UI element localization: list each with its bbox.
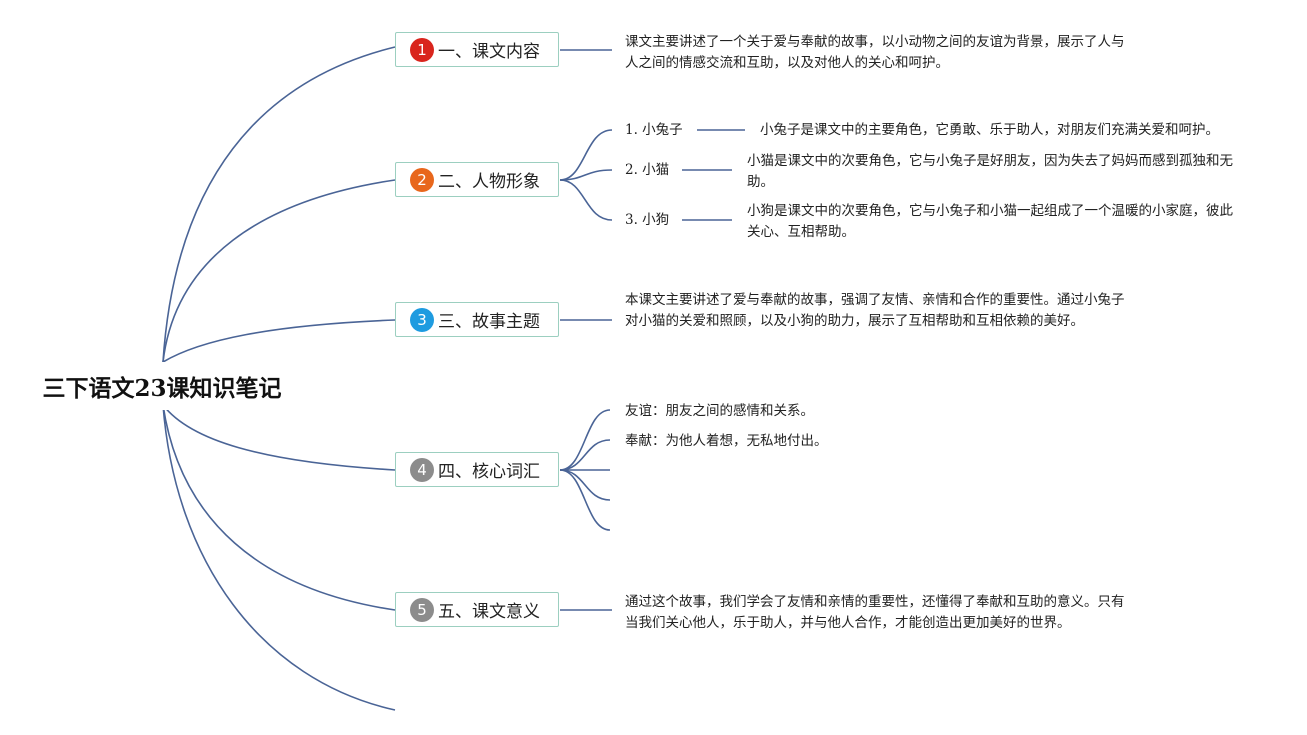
branch-2-to-dog xyxy=(559,179,613,221)
vocab-item-friendship[interactable]: 友谊：朋友之间的感情和关系。 xyxy=(625,403,814,419)
branch-3-theme[interactable]: 3 三、故事主题 xyxy=(395,302,559,337)
character-cat[interactable]: 2. 小猫 xyxy=(625,162,670,178)
character-cat-desc[interactable]: 小猫是课文中的次要角色，它与小兔子是好朋友，因为失去了妈妈而感到孤独和无助。 xyxy=(747,153,1233,190)
branch-label: 四、核心词汇 xyxy=(438,462,540,482)
root-to-branch-2 xyxy=(162,179,396,363)
branch-4-to-vocab-4 xyxy=(559,469,611,501)
note-lesson-meaning[interactable]: 通过这个故事，我们学会了友情和亲情的重要性，还懂得了奉献和互助的意义。只有当我们… xyxy=(625,594,1125,631)
branch-4-to-vocab-2 xyxy=(559,439,611,471)
branch-4-to-vocab-5 xyxy=(559,469,611,531)
branch-label: 三、故事主题 xyxy=(438,312,540,332)
vocab-item-dedication[interactable]: 奉献：为他人着想，无私地付出。 xyxy=(625,433,828,449)
branch-1-content[interactable]: 1 一、课文内容 xyxy=(395,32,559,67)
note-story-theme[interactable]: 本课文主要讲述了爱与奉献的故事，强调了友情、亲情和合作的重要性。通过小兔子对小猫… xyxy=(625,292,1125,329)
branch-4-vocabulary[interactable]: 4 四、核心词汇 xyxy=(395,452,559,487)
branch-label: 一、课文内容 xyxy=(438,42,540,62)
branch-2-to-rabbit xyxy=(559,129,613,181)
number-badge: 2 xyxy=(410,167,434,192)
character-dog-desc[interactable]: 小狗是课文中的次要角色，它与小兔子和小猫一起组成了一个温暖的小家庭，彼此关心、互… xyxy=(747,203,1233,240)
root-topic[interactable]: 三下语文23课知识笔记 xyxy=(28,362,296,410)
number-badge: 1 xyxy=(410,37,434,62)
number-badge: 5 xyxy=(410,597,434,622)
root-to-branch-5 xyxy=(162,404,396,611)
number-badge: 3 xyxy=(410,307,434,332)
branch-4-to-vocab-1 xyxy=(559,409,611,471)
root-to-branch-4 xyxy=(162,404,396,471)
character-dog[interactable]: 3. 小狗 xyxy=(625,212,670,228)
character-rabbit[interactable]: 1. 小兔子 xyxy=(625,122,683,138)
root-to-extra-branch xyxy=(162,404,396,711)
branch-2-characters[interactable]: 2 二、人物形象 xyxy=(395,162,559,197)
character-rabbit-desc[interactable]: 小兔子是课文中的主要角色，它勇敢、乐于助人，对朋友们充满关爱和呵护。 xyxy=(760,122,1219,138)
root-to-branch-3 xyxy=(162,319,396,363)
branch-2-to-cat xyxy=(559,169,613,181)
branch-label: 五、课文意义 xyxy=(438,602,540,622)
root-to-branch-1 xyxy=(162,46,396,363)
note-content-summary[interactable]: 课文主要讲述了一个关于爱与奉献的故事，以小动物之间的友谊为背景，展示了人与人之间… xyxy=(625,34,1125,71)
number-badge: 4 xyxy=(410,457,434,482)
branch-label: 二、人物形象 xyxy=(438,172,540,192)
branch-5-meaning[interactable]: 5 五、课文意义 xyxy=(395,592,559,627)
